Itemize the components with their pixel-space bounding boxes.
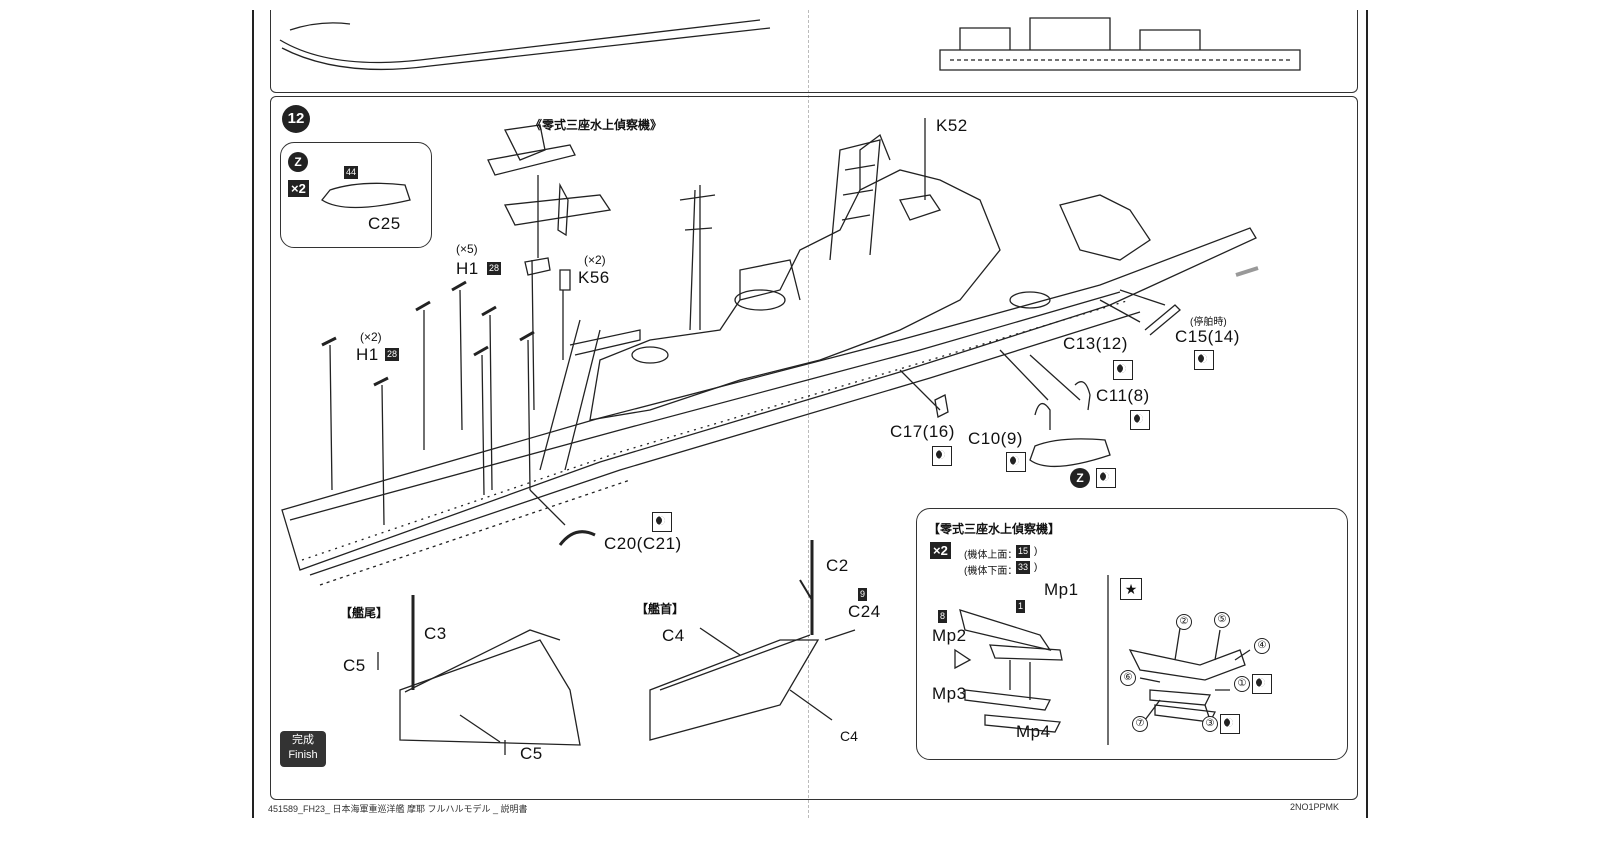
lifeboat-subbox [280, 142, 432, 248]
callout-4: ④ [1254, 638, 1270, 654]
h1-top-color-tag: 28 [487, 262, 502, 275]
fuselage-lower-tag: 33 [1016, 561, 1031, 574]
c24-color-tag: 9 [858, 588, 868, 601]
k56-count: (×2) [584, 253, 606, 267]
fuselage-upper-tag: 15 [1016, 545, 1031, 558]
cement-icon-c10 [1006, 452, 1026, 472]
quantity-times-2-recon: ×2 [930, 542, 951, 559]
cement-icon-c20 [652, 512, 672, 532]
part-mp4-label: Mp4 [1016, 722, 1051, 741]
part-mp2-label: Mp2 [932, 626, 967, 645]
part-c15-label: C15(14) [1175, 327, 1240, 346]
finish-jp: 完成 [292, 734, 314, 746]
recon-plane-subbox [916, 508, 1348, 760]
part-c24-label: C24 [848, 602, 881, 621]
callout-6: ⑥ [1120, 670, 1136, 686]
callout-1: ① [1234, 676, 1250, 692]
callout-3: ③ [1202, 716, 1218, 732]
part-k56-label: K56 [578, 268, 610, 287]
part-mp1-label: Mp1 [1044, 580, 1079, 599]
cement-icon-callout-1 [1252, 674, 1272, 694]
part-c2-label: C2 [826, 556, 849, 575]
part-c25-label: C25 [368, 214, 401, 233]
finish-badge: 完成 Finish [280, 731, 326, 767]
cement-icon-c15 [1194, 350, 1214, 370]
finish-en: Finish [288, 749, 318, 761]
fuselage-lower-close: ) [1034, 562, 1038, 573]
part-c10-label: C10(9) [968, 429, 1023, 448]
stern-title: 【艦尾】 [340, 606, 389, 620]
part-c4-label-b: C4 [840, 728, 858, 744]
mp1-color-tag: 1 [1016, 600, 1026, 613]
part-c4-label-a: C4 [662, 626, 685, 645]
part-h1-left-label: H1 [356, 345, 379, 364]
h1-left-color-tag: 28 [385, 348, 400, 361]
step-number: 12 [282, 105, 310, 133]
callout-2: ② [1176, 614, 1192, 630]
recon-box-title: 【零式三座水上偵察機】 [928, 522, 1061, 536]
cement-icon-c11 [1130, 410, 1150, 430]
footer-right: 2NO1PPMK [1290, 802, 1340, 812]
c15-moored-note: (停舶時) [1190, 317, 1227, 328]
part-c11-label: C11(8) [1096, 386, 1150, 405]
fuselage-upper-close: ) [1034, 546, 1038, 557]
callout-7: ⑦ [1132, 716, 1148, 732]
part-c5-label-a: C5 [343, 656, 366, 675]
h1-top-count: (×5) [456, 242, 478, 256]
part-c20-label: C20(C21) [604, 534, 682, 553]
z-sprue-icon: Z [288, 152, 308, 172]
cement-icon-callout-3 [1220, 714, 1240, 734]
fuselage-lower-note: (機体下面： [964, 566, 1018, 577]
cement-icon-boat [1096, 468, 1116, 488]
quantity-times-2: ×2 [288, 180, 309, 197]
part-k52-label: K52 [936, 116, 968, 135]
part-c13-label: C13(12) [1063, 334, 1128, 353]
footer-left: 451589_FH23_ 日本海軍重巡洋艦 摩耶 フルハルモデル _ 説明書 [268, 804, 528, 814]
z-sprue-icon-boat: Z [1070, 468, 1090, 488]
part-c5-label-b: C5 [520, 744, 543, 763]
star-variant-icon: ★ [1120, 578, 1142, 600]
part-h1-top-label: H1 [456, 259, 479, 278]
cement-icon-c13 [1113, 360, 1133, 380]
page-border [252, 10, 1368, 818]
c25-color-tag: 44 [344, 166, 359, 179]
h1-left-count: (×2) [360, 330, 382, 344]
cement-icon-c17 [932, 446, 952, 466]
recon-plane-title: 《零式三座水上偵察機》 [530, 118, 663, 132]
part-c3-label: C3 [424, 624, 447, 643]
step-frame [270, 96, 1358, 800]
part-mp3-label: Mp3 [932, 684, 967, 703]
callout-5: ⑤ [1214, 612, 1230, 628]
previous-step-frame [270, 10, 1358, 93]
mp2-color-tag: 8 [938, 610, 948, 623]
part-c17-label: C17(16) [890, 422, 955, 441]
bow-title: 【艦首】 [636, 602, 685, 616]
fuselage-upper-note: (機体上面： [964, 550, 1018, 561]
